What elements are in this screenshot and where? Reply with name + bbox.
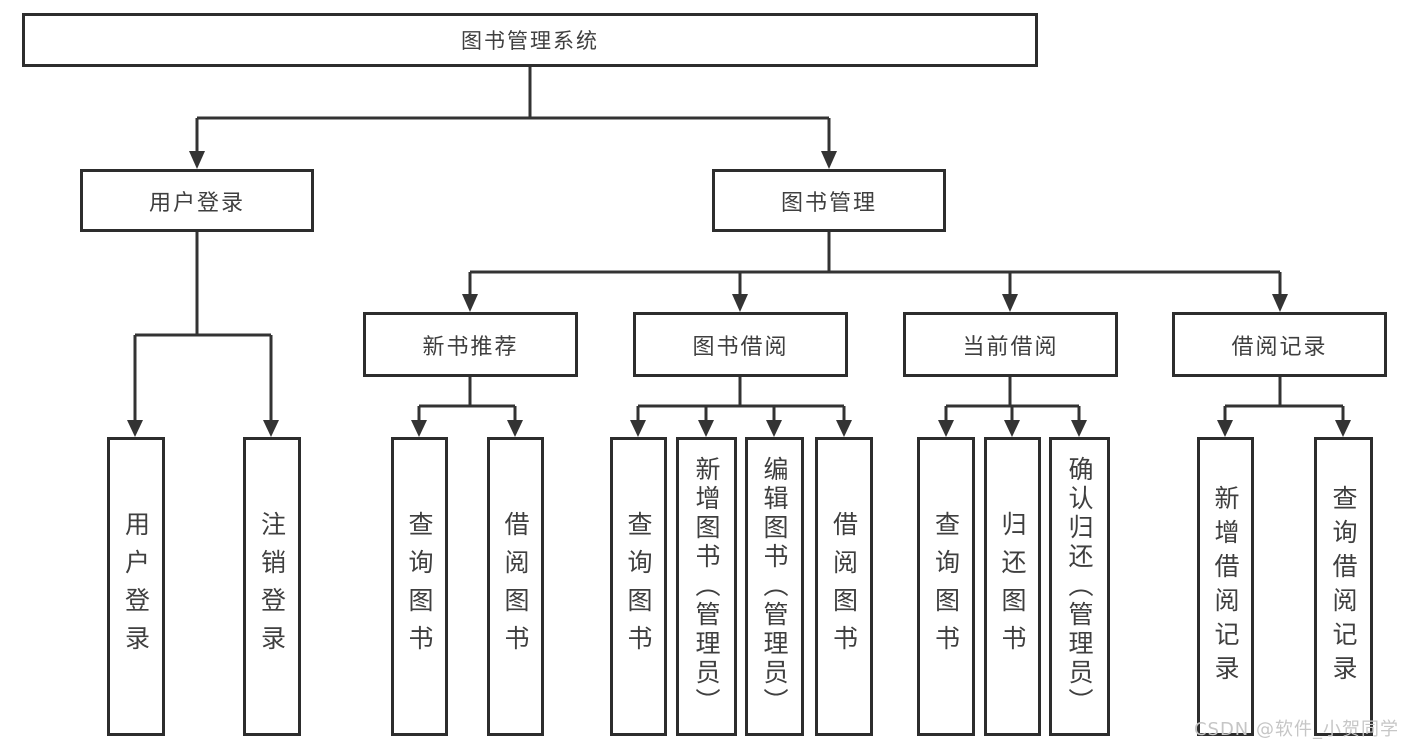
leaf-user-login: 用户登录 (107, 437, 165, 736)
leaf-borrow-book-recommend-label: 借阅图书 (501, 510, 530, 663)
leaf-logout-label: 注销登录 (257, 510, 287, 663)
node-current-borrow-label: 当前借阅 (962, 334, 1059, 360)
leaf-edit-book-admin: 编辑图书（管理员） (745, 437, 804, 736)
node-borrow-record: 借阅记录 (1172, 312, 1387, 377)
leaf-user-login-label: 用户登录 (121, 510, 151, 663)
csdn-watermark: CSDN @软件_小贺同学 (1193, 719, 1399, 740)
node-book-borrow: 图书借阅 (633, 312, 848, 377)
leaf-confirm-return-admin-label: 确认归还（管理员） (1065, 456, 1094, 717)
node-current-borrow: 当前借阅 (903, 312, 1118, 377)
node-root: 图书管理系统 (22, 13, 1038, 67)
leaf-add-borrow-record: 新增借阅记录 (1197, 437, 1254, 736)
leaf-borrow-book-recommend: 借阅图书 (487, 437, 544, 736)
node-user-login-label: 用户登录 (148, 190, 245, 216)
leaf-add-book-admin: 新增图书（管理员） (676, 437, 737, 736)
leaf-query-book-borrow-label: 查询图书 (624, 510, 653, 663)
leaf-query-book-recommend-label: 查询图书 (405, 510, 434, 663)
leaf-logout: 注销登录 (243, 437, 301, 736)
leaf-add-borrow-record-label: 新增借阅记录 (1211, 484, 1240, 689)
leaf-edit-book-admin-label: 编辑图书（管理员） (760, 456, 789, 717)
node-root-label: 图书管理系统 (461, 29, 599, 53)
node-book-borrow-label: 图书借阅 (692, 334, 789, 360)
leaf-return-book-label: 归还图书 (998, 510, 1027, 663)
node-book-management-label: 图书管理 (780, 190, 877, 216)
leaf-return-book: 归还图书 (984, 437, 1041, 736)
leaf-confirm-return-admin: 确认归还（管理员） (1049, 437, 1110, 736)
leaf-query-book-borrow: 查询图书 (610, 437, 667, 736)
node-user-login: 用户登录 (80, 169, 314, 232)
node-book-management: 图书管理 (712, 169, 946, 232)
leaf-query-borrow-record-label: 查询借阅记录 (1329, 484, 1358, 689)
leaf-query-book-current-label: 查询图书 (931, 510, 961, 663)
leaf-query-book-recommend: 查询图书 (391, 437, 448, 736)
leaf-borrow-book: 借阅图书 (815, 437, 873, 736)
node-new-book-recommend: 新书推荐 (363, 312, 578, 377)
leaf-query-borrow-record: 查询借阅记录 (1314, 437, 1373, 736)
leaf-borrow-book-label: 借阅图书 (829, 510, 859, 663)
node-borrow-record-label: 借阅记录 (1231, 334, 1328, 360)
node-new-book-recommend-label: 新书推荐 (422, 334, 519, 360)
leaf-query-book-current: 查询图书 (917, 437, 975, 736)
leaf-add-book-admin-label: 新增图书（管理员） (692, 456, 721, 717)
